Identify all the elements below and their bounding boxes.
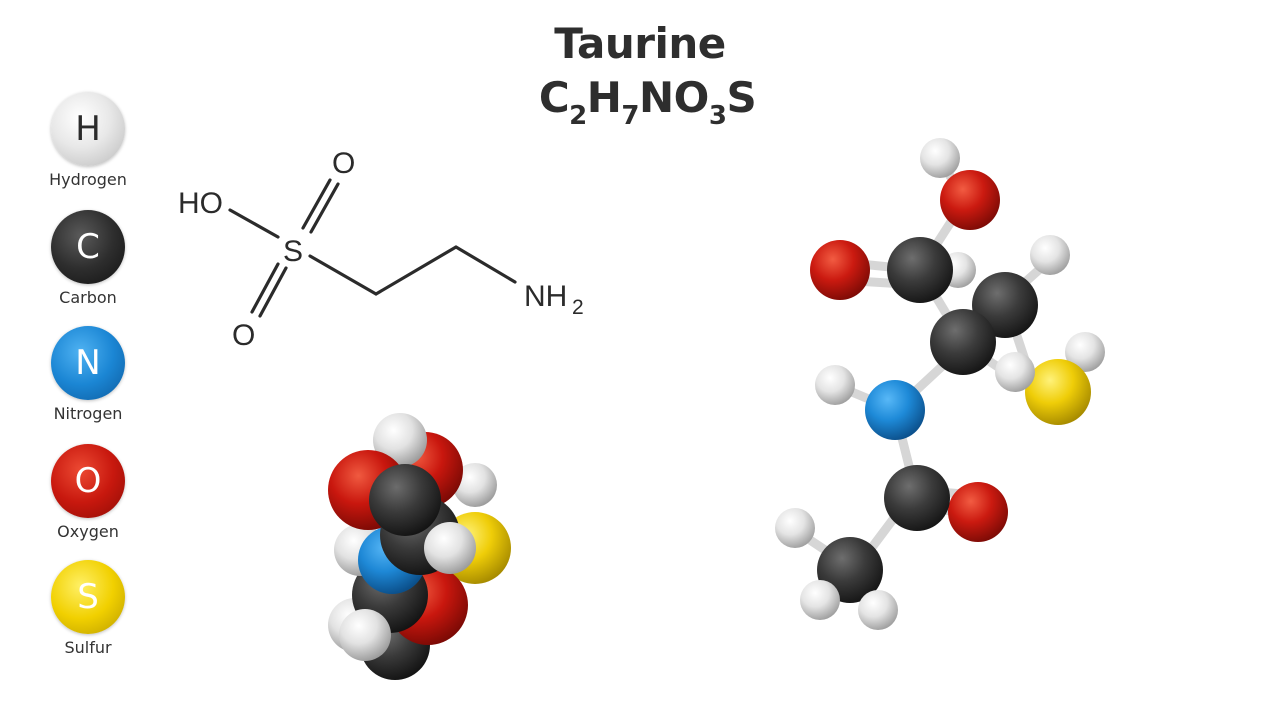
legend-label: Carbon [59,288,117,307]
formula-sulfur: S [726,73,757,122]
sulfur-label: S [283,235,303,268]
formula-hydrogen-count: 7 [621,101,639,131]
nitrogen-symbol: N [75,343,101,383]
legend-label: Nitrogen [53,404,123,423]
hydrogen-atom [339,609,391,661]
legend-label: Oxygen [57,522,119,541]
legend-item-oxygen: O Oxygen [40,444,136,541]
nitrogen-atom [865,380,925,440]
formula-carbon-count: 2 [569,101,587,131]
hydrogen-symbol: H [75,109,101,149]
carbon-ball-icon: C [51,210,125,284]
hydrogen-atom [373,413,427,467]
nitrogen-ball-icon: N [51,326,125,400]
carbon-atom [884,465,950,531]
hydrogen-atom [453,463,497,507]
amine-label: NH [524,280,567,313]
hydrogen-atom [1030,235,1070,275]
sulfur-ball-icon: S [51,560,125,634]
legend-item-hydrogen: H Hydrogen [40,92,136,189]
oxygen-bottom-label: O [232,319,255,352]
formula-hydrogen: H [586,73,622,122]
molecule-name: Taurine [554,19,726,68]
hydrogen-atom [815,365,855,405]
amine-subscript: 2 [572,296,584,319]
hydrogen-atom [424,522,476,574]
legend-item-nitrogen: N Nitrogen [40,326,136,423]
hydrogen-atom [1065,332,1105,372]
formula-carbon: C [538,73,570,122]
hydrogen-ball-icon: H [51,92,125,166]
sulfur-symbol: S [77,577,99,617]
molecular-formula: C2H7NO3S [0,72,1280,129]
oxygen-atom [940,170,1000,230]
skeletal-structure: HO S O O NH 2 [178,147,584,352]
carbon-atom [887,237,953,303]
hydrogen-atom [920,138,960,178]
carbon-atom [930,309,996,375]
hydrogen-atom [800,580,840,620]
oxygen-ball-icon: O [51,444,125,518]
carbon-symbol: C [76,227,100,267]
formula-oxygen-count: 3 [708,101,727,131]
hydrogen-atom [995,352,1035,392]
sulfur-atom [1025,359,1091,425]
hydrogen-atom [858,590,898,630]
legend-label: Sulfur [64,638,112,657]
hydrogen-atom [775,508,815,548]
hydroxyl-label: HO [178,187,223,220]
oxygen-symbol: O [74,461,102,501]
ball-and-stick-model [775,138,1105,630]
legend-item-carbon: C Carbon [40,210,136,307]
legend-label: Hydrogen [49,170,127,189]
oxygen-top-label: O [332,147,355,180]
legend-item-sulfur: S Sulfur [40,560,136,657]
oxygen-atom [810,240,870,300]
space-filling-model [328,413,511,680]
carbon-atom [369,464,441,536]
oxygen-atom [948,482,1008,542]
formula-nitrogen-oxygen: NO [638,73,709,122]
